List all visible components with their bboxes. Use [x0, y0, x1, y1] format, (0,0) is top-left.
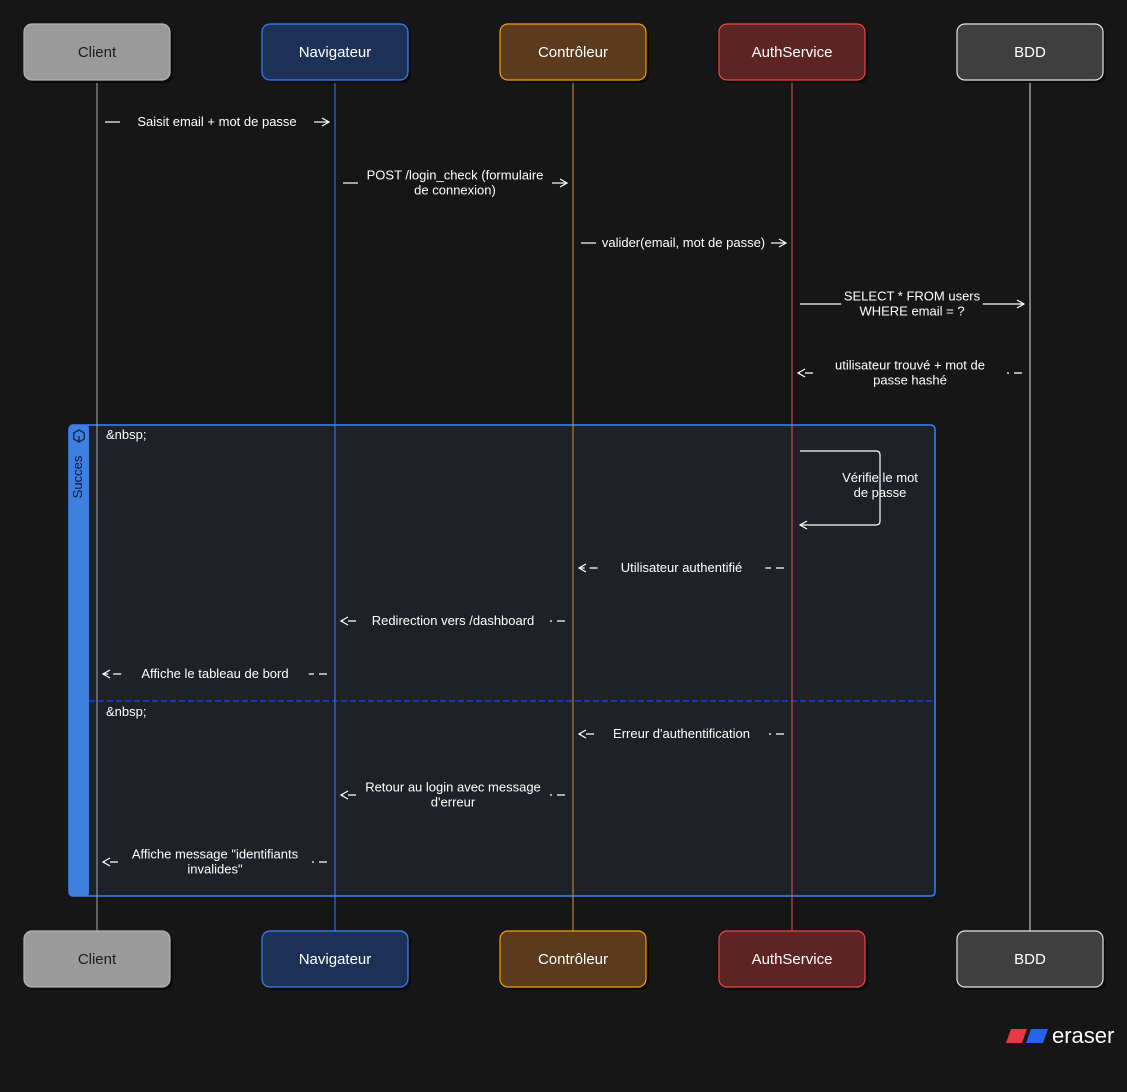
arrowhead: [559, 178, 569, 188]
arrowhead: [101, 669, 111, 679]
alt-frame: Succes&nbsp; &nbsp;: [68, 424, 936, 897]
alt-frame-label: Succes: [70, 455, 85, 498]
actor-contrôleur-bottom: Contrôleur: [499, 930, 649, 990]
actor-label: Navigateur: [299, 44, 372, 61]
actor-label: AuthService: [752, 951, 833, 968]
actor-label: Client: [78, 951, 117, 968]
message-8: Redirection vers /dashboard: [339, 613, 565, 628]
actor-client-top: Client: [23, 23, 173, 83]
hexagon-icon: [73, 429, 85, 443]
message-label: Erreur d'authentification: [613, 726, 750, 741]
actor-authservice-top: AuthService: [718, 23, 868, 83]
actor-box: [956, 23, 1104, 81]
message-1: Saisit email + mot de passe: [105, 114, 331, 129]
alt-section-label-1: &nbsp;: [106, 427, 146, 442]
actor-box: [956, 930, 1104, 988]
arrowhead: [101, 857, 111, 867]
message-label: Redirection vers /dashboard: [372, 613, 535, 628]
actor-box: [718, 23, 866, 81]
actor-box: [499, 930, 647, 988]
message-label: Affiche le tableau de bord: [141, 666, 288, 681]
alt-section-label-2: &nbsp;: [106, 704, 146, 719]
arrowhead: [339, 616, 349, 626]
self-message-path: [800, 450, 881, 526]
arrowhead: [1016, 299, 1026, 309]
actor-authservice-bottom: AuthService: [718, 930, 868, 990]
message-9: Affiche le tableau de bord: [101, 666, 327, 681]
actor-box: [718, 930, 866, 988]
actor-label: Contrôleur: [538, 44, 608, 61]
message-label: Utilisateur authentifié: [621, 560, 742, 575]
message-label: valider(email, mot de passe): [602, 235, 765, 250]
arrowhead: [577, 563, 587, 573]
actor-bdd-bottom: BDD: [956, 930, 1106, 990]
arrowhead: [577, 729, 587, 739]
arrowhead: [778, 238, 788, 248]
actor-navigateur-top: Navigateur: [261, 23, 411, 83]
eraser-logo-text: eraser: [1052, 1023, 1114, 1048]
arrowhead: [321, 117, 331, 127]
actor-box: [23, 930, 171, 988]
alt-frame-tab: [69, 425, 89, 896]
actor-label: BDD: [1014, 951, 1046, 968]
actor-label: Navigateur: [299, 951, 372, 968]
actor-bdd-top: BDD: [956, 23, 1106, 83]
eraser-logo: eraser: [1006, 1023, 1114, 1048]
eraser-logo-blue-shape: [1026, 1029, 1048, 1043]
actor-client-bottom: Client: [23, 930, 173, 990]
actor-navigateur-bottom: Navigateur: [261, 930, 411, 990]
message-7: Utilisateur authentifié: [577, 560, 784, 575]
actor-label: BDD: [1014, 44, 1046, 61]
actor-contrôleur-top: Contrôleur: [499, 23, 649, 83]
alt-frame-box: [68, 424, 936, 897]
actor-box: [261, 930, 409, 988]
message-10: Erreur d'authentification: [577, 726, 784, 741]
actor-box: [23, 23, 171, 81]
message-3: valider(email, mot de passe): [581, 235, 788, 250]
message-label: Saisit email + mot de passe: [137, 114, 296, 129]
actor-box: [261, 23, 409, 81]
arrowhead: [796, 368, 806, 378]
arrowhead: [798, 520, 808, 530]
actor-box: [499, 23, 647, 81]
eraser-logo-red-shape: [1006, 1029, 1027, 1043]
actor-label: AuthService: [752, 44, 833, 61]
lifelines: [96, 80, 1031, 931]
arrowhead: [339, 790, 349, 800]
actor-label: Client: [78, 44, 117, 61]
actor-label: Contrôleur: [538, 951, 608, 968]
